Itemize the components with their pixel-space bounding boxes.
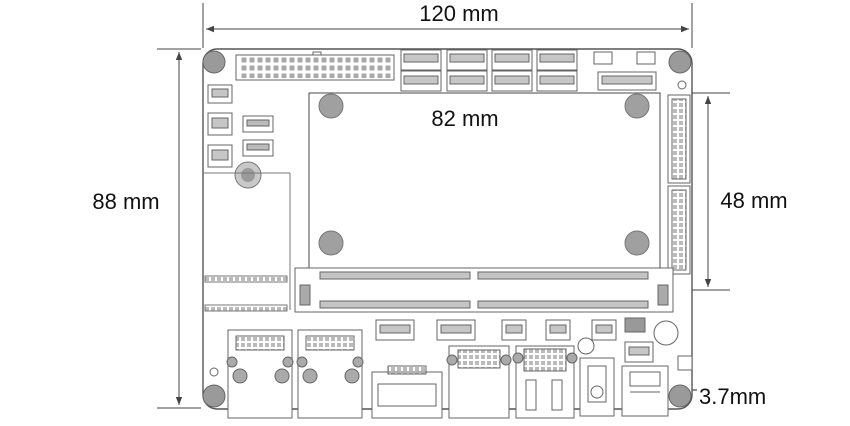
dimension-labels: 120 mm 88 mm 82 mm 48 mm 3.7mm	[92, 1, 787, 409]
module-height-label: 48 mm	[720, 188, 787, 213]
hole-diameter-label: 3.7mm	[699, 384, 766, 409]
battery-icon	[653, 320, 679, 346]
module-hole-icon	[318, 230, 344, 256]
mounting-holes	[202, 50, 692, 408]
gpio-header	[235, 51, 395, 81]
bottom-small-connectors	[375, 317, 693, 371]
jumpers-left	[207, 84, 274, 168]
module-hole-icon	[624, 93, 650, 119]
hdmi-port	[371, 365, 443, 419]
audio-jack	[579, 357, 615, 417]
power-jack	[621, 365, 669, 417]
width-label: 120 mm	[419, 1, 498, 26]
small-hole-icon	[209, 367, 219, 377]
serial-port	[446, 345, 512, 419]
standoff-icon	[241, 168, 255, 182]
module-hole-icon	[624, 230, 650, 256]
small-hole-icon	[677, 80, 687, 90]
height-label: 88 mm	[92, 189, 159, 214]
side-connectors	[667, 94, 691, 275]
m2-slot-area	[203, 172, 291, 312]
top-connectors	[400, 49, 657, 92]
module-width-label: 82 mm	[431, 106, 498, 131]
ethernet-ports	[226, 329, 364, 419]
mounting-hole-icon	[202, 50, 226, 74]
mounting-hole-icon	[202, 384, 226, 408]
mounting-hole-icon	[668, 50, 692, 74]
mounting-hole-icon	[668, 384, 692, 408]
b2b-connectors	[294, 267, 674, 313]
vga-usb-port	[512, 345, 578, 419]
board	[202, 48, 693, 419]
module-hole-icon	[318, 93, 344, 119]
